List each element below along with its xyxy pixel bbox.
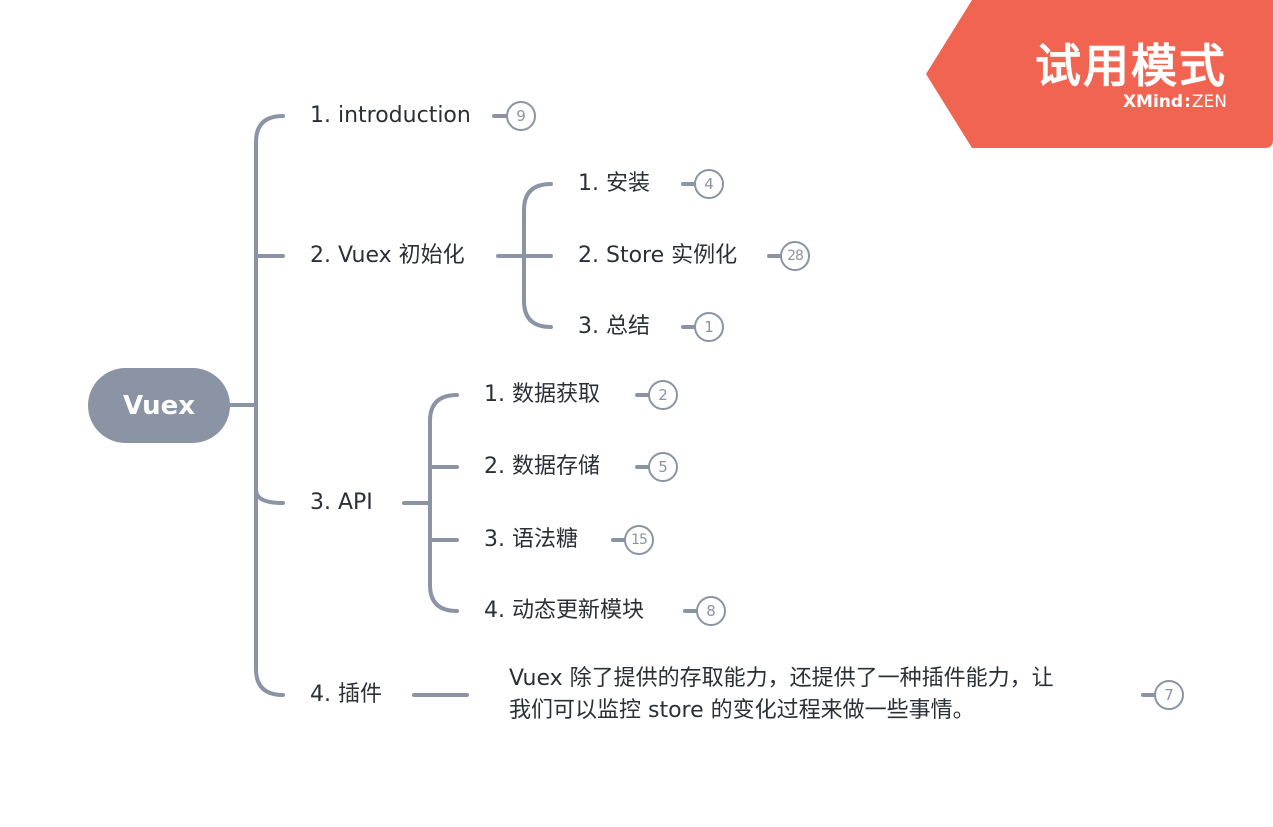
xmind-zen-logo: XMind:ZEN (1123, 92, 1227, 112)
trial-mode-title: 试用模式 (1035, 39, 1227, 93)
plugin-description-line-2: 我们可以监控 store 的变化过程来做一些事情。 (509, 698, 975, 723)
brand-separator: : (1184, 92, 1191, 112)
subtopic-store-instantiate[interactable]: 2. Store 实例化 (578, 243, 738, 268)
collapsed-count-badge[interactable]: 4 (694, 169, 724, 199)
subtopic-plugin-description[interactable]: Vuex 除了提供的存取能力，还提供了一种插件能力，让 我们可以监控 store… (509, 663, 1109, 727)
subtopic-install[interactable]: 1. 安装 (578, 171, 650, 196)
collapsed-count-badge[interactable]: 1 (694, 312, 724, 342)
collapsed-count-badge[interactable]: 8 (696, 596, 726, 626)
collapsed-count-badge[interactable]: 5 (648, 452, 678, 482)
plugin-description-line-1: Vuex 除了提供的存取能力，还提供了一种插件能力，让 (509, 666, 1054, 691)
topic-vuex-init[interactable]: 2. Vuex 初始化 (310, 243, 465, 268)
subtopic-syntax-sugar[interactable]: 3. 语法糖 (484, 527, 578, 552)
collapsed-count-badge[interactable]: 28 (780, 241, 810, 271)
topic-api[interactable]: 3. API (310, 490, 373, 515)
trial-banner-shape (926, 0, 1273, 148)
subtopic-dynamic-modules[interactable]: 4. 动态更新模块 (484, 598, 644, 623)
collapsed-count-badge[interactable]: 15 (624, 525, 654, 555)
collapsed-count-badge[interactable]: 9 (506, 101, 536, 131)
subtopic-data-store[interactable]: 2. 数据存储 (484, 454, 600, 479)
trial-mode-banner[interactable]: 试用模式 XMind:ZEN (926, 0, 1273, 148)
collapsed-count-badge[interactable]: 2 (648, 380, 678, 410)
brand-name-light: ZEN (1191, 92, 1227, 112)
brand-name-bold: XMind (1122, 92, 1184, 112)
collapsed-count-badge[interactable]: 7 (1154, 680, 1184, 710)
subtopic-data-get[interactable]: 1. 数据获取 (484, 382, 600, 407)
subtopic-summary[interactable]: 3. 总结 (578, 314, 650, 339)
topic-introduction[interactable]: 1. introduction (310, 103, 471, 128)
topic-plugins[interactable]: 4. 插件 (310, 682, 382, 707)
central-topic[interactable]: Vuex (88, 368, 230, 443)
